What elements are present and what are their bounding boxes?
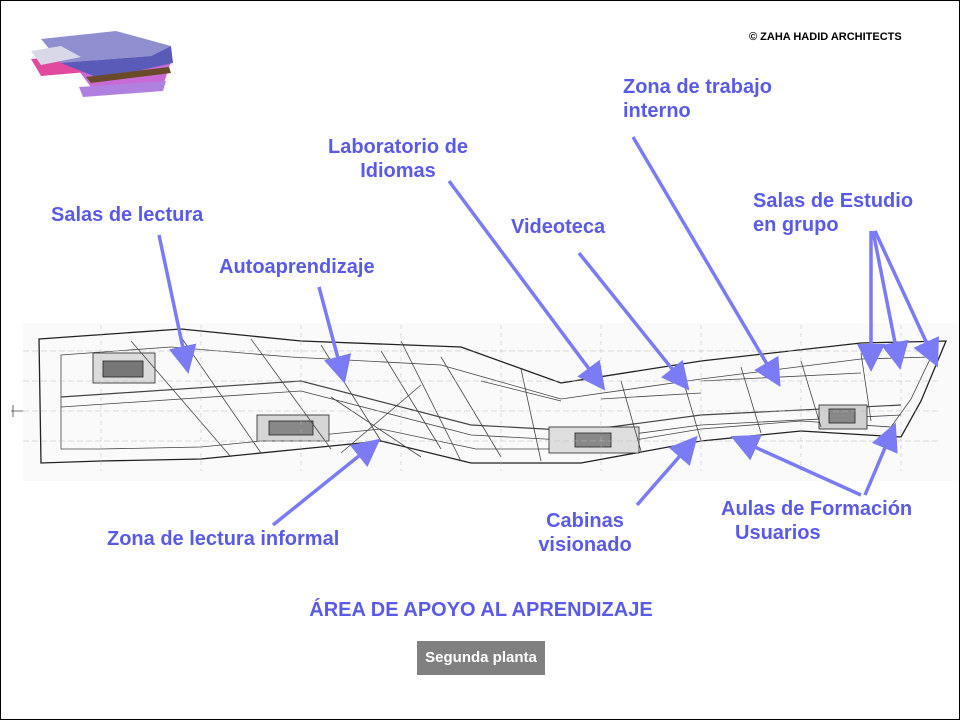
label-aulas-formacion: Aulas de Formación Usuarios xyxy=(721,497,912,545)
arrow-zona-lectura-informal xyxy=(271,438,381,527)
floor-button[interactable]: Segunda planta xyxy=(417,641,545,675)
label-line: visionado xyxy=(538,534,632,556)
floor-plan-drawing xyxy=(11,323,959,481)
arrow-aulas-1 xyxy=(730,434,862,497)
arrow-aulas-2 xyxy=(863,422,898,496)
label-line: Aulas de Formación xyxy=(721,498,913,520)
label-salas-lectura: Salas de lectura xyxy=(51,203,203,227)
label-text: Autoaprendizaje xyxy=(219,256,375,278)
label-line: en grupo xyxy=(753,214,839,236)
label-line: Cabinas xyxy=(546,510,624,532)
label-line: Idiomas xyxy=(360,160,436,182)
label-text: Zona de lectura informal xyxy=(107,528,340,550)
label-salas-estudio-grupo: Salas de Estudio en grupo xyxy=(753,189,913,237)
label-line: Usuarios xyxy=(735,522,821,544)
page-title: ÁREA DE APOYO AL APRENDIZAJE xyxy=(309,599,653,621)
arrow-salas-lectura xyxy=(157,234,197,374)
arrow-videoteca xyxy=(577,251,690,391)
label-autoaprendizaje: Autoaprendizaje xyxy=(219,255,375,279)
arrow-cabinas xyxy=(635,435,698,507)
building-model-icon xyxy=(31,31,173,97)
label-videoteca: Videoteca xyxy=(511,215,605,239)
arrow-salas-estudio-3 xyxy=(873,230,939,368)
label-text: Videoteca xyxy=(511,216,606,238)
arrow-zona-trabajo xyxy=(631,136,781,388)
label-line: Zona de trabajo xyxy=(623,76,772,98)
label-line: Salas de Estudio xyxy=(753,190,914,212)
arrow-laboratorio xyxy=(447,179,606,391)
label-line: interno xyxy=(623,100,691,122)
label-zona-trabajo-interno: Zona de trabajo interno xyxy=(623,75,772,123)
copyright-notice: © ZAHA HADID ARCHITECTS xyxy=(749,31,902,43)
label-line: Laboratorio de xyxy=(327,136,468,158)
arrow-autoaprendizaje xyxy=(317,286,352,384)
arrow-salas-estudio-2 xyxy=(871,230,909,370)
label-text: Salas de lectura xyxy=(51,204,204,226)
label-cabinas-visionado: Cabinas visionado xyxy=(523,509,647,557)
pointer-arrows xyxy=(157,136,939,527)
label-zona-lectura-informal: Zona de lectura informal xyxy=(107,527,339,551)
label-laboratorio-idiomas: Laboratorio de Idiomas xyxy=(315,135,481,183)
